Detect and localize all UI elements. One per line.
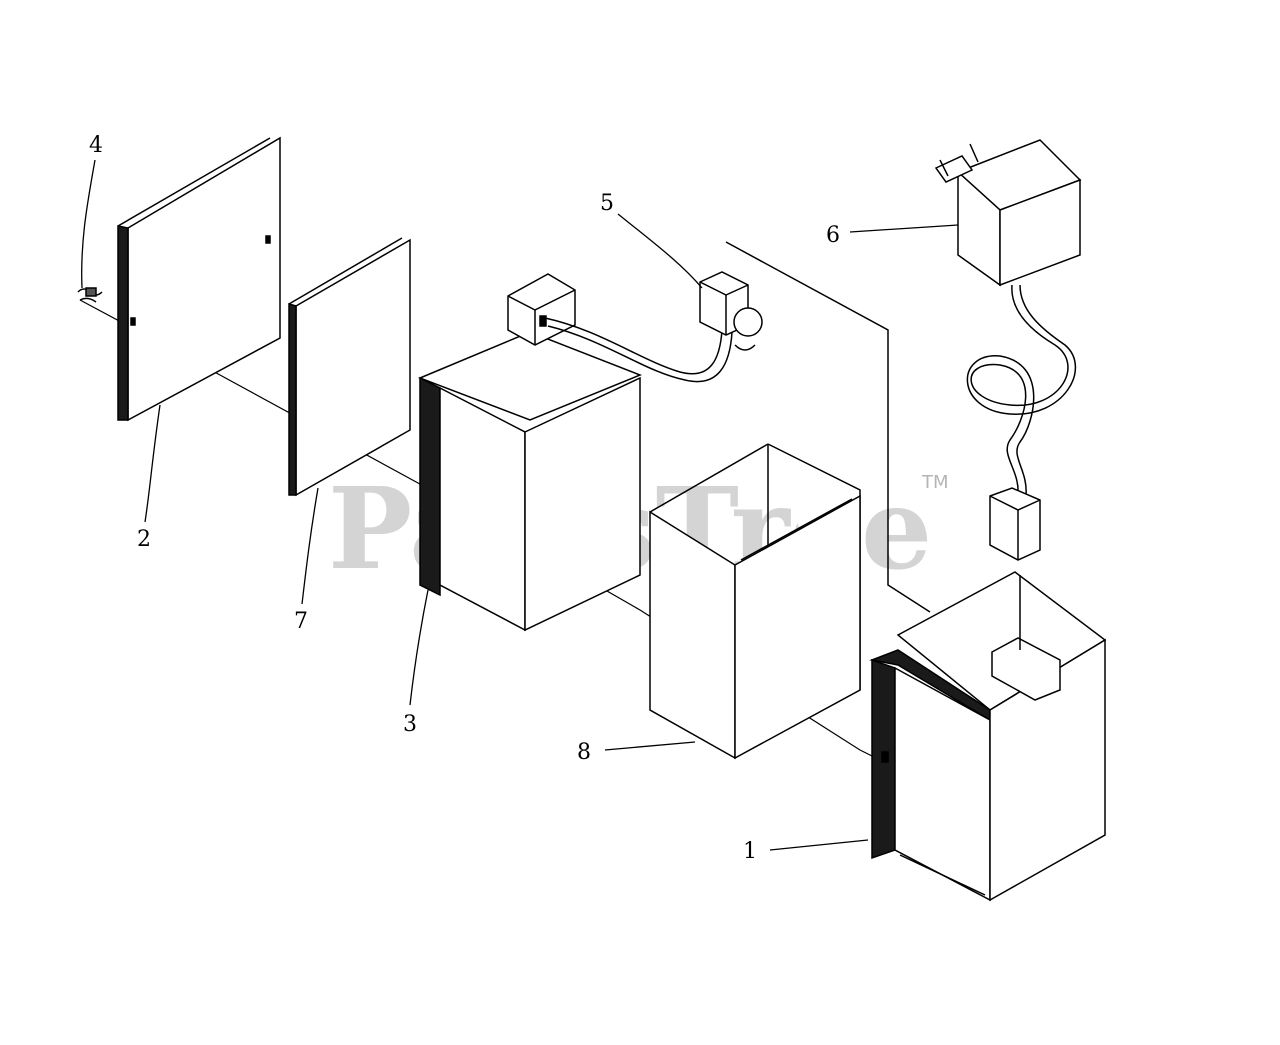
part-3-battery-side [420,378,440,595]
part-6-cord [971,285,1068,495]
part-8-sleeve-right-face [735,496,860,758]
callout-4: 4 [89,133,103,158]
part-2-plate [118,138,280,420]
part-6-cord-inner [967,285,1075,495]
callout-2: 2 [137,527,151,552]
part-6-plug [990,488,1040,560]
watermark-tm: TM [921,472,949,493]
part-7-plate-edge [289,304,296,495]
leader-4 [81,159,96,289]
part-2-plate-top-edge [118,138,270,226]
part-5-body-edge-a [700,282,726,295]
callout-labels: 4 2 7 3 5 6 8 1 [89,133,840,864]
leader-3 [409,589,429,706]
callout-5: 5 [600,191,614,216]
part-6-plug-edge-a [990,496,1018,510]
leader-1 [769,839,869,851]
part-4-fastener [78,288,102,302]
leader-7 [301,487,319,605]
part-6-charger-prongs [936,156,972,182]
part-7-plate-face [296,240,410,495]
part-5-body-edge-b [726,285,748,295]
part-7-plate [289,238,410,495]
part-6-prong-b [940,160,948,176]
part-1-box-right-face [990,640,1105,900]
part-2-hole-b [266,236,270,243]
part-4-fastener-head [86,288,96,296]
leader-2 [144,404,161,523]
callout-leaders [81,159,959,851]
callout-3: 3 [403,712,417,737]
callout-6: 6 [826,223,840,248]
part-2-plate-edge [118,226,128,420]
leader-6 [849,224,959,233]
part-5-connector [545,272,762,382]
part-3-battery-top [420,332,640,420]
callout-8: 8 [577,740,591,765]
part-5-hook [735,345,755,350]
part-7-plate-top-edge [289,238,402,304]
part-1-box [726,242,1105,900]
part-1-box-bottom-hinge [900,855,985,895]
part-6-charger [936,140,1080,650]
part-3-battery [420,274,640,630]
part-8-sleeve-rim [741,499,852,560]
part-3-battery-right-face [525,378,640,630]
leader-8 [604,741,696,751]
callout-1: 1 [743,839,757,864]
part-5-wire-inner [548,326,732,382]
part-6-charger-right-face [1000,180,1080,285]
part-6-plug-edge-b [1018,500,1040,510]
part-5-clip [734,308,762,336]
part-6-prong-a [970,144,978,162]
part-2-hole-a [131,318,135,325]
part-3-battery-terminal [508,274,575,345]
part-3-terminal-edge-a [508,296,535,310]
leader-5 [617,213,703,289]
part-3-terminal-post [540,316,546,326]
part-1-guide-line [726,242,930,612]
part-1-box-socket [992,638,1060,700]
part-8-sleeve-top-edge [650,444,768,512]
part-8-sleeve [650,444,860,758]
callout-7: 7 [294,609,308,634]
part-3-terminal-edge-b [535,290,575,310]
part-5-wire-outer [545,318,722,374]
part-2-plate-face [128,138,280,420]
part-1-box-hole [882,752,888,762]
